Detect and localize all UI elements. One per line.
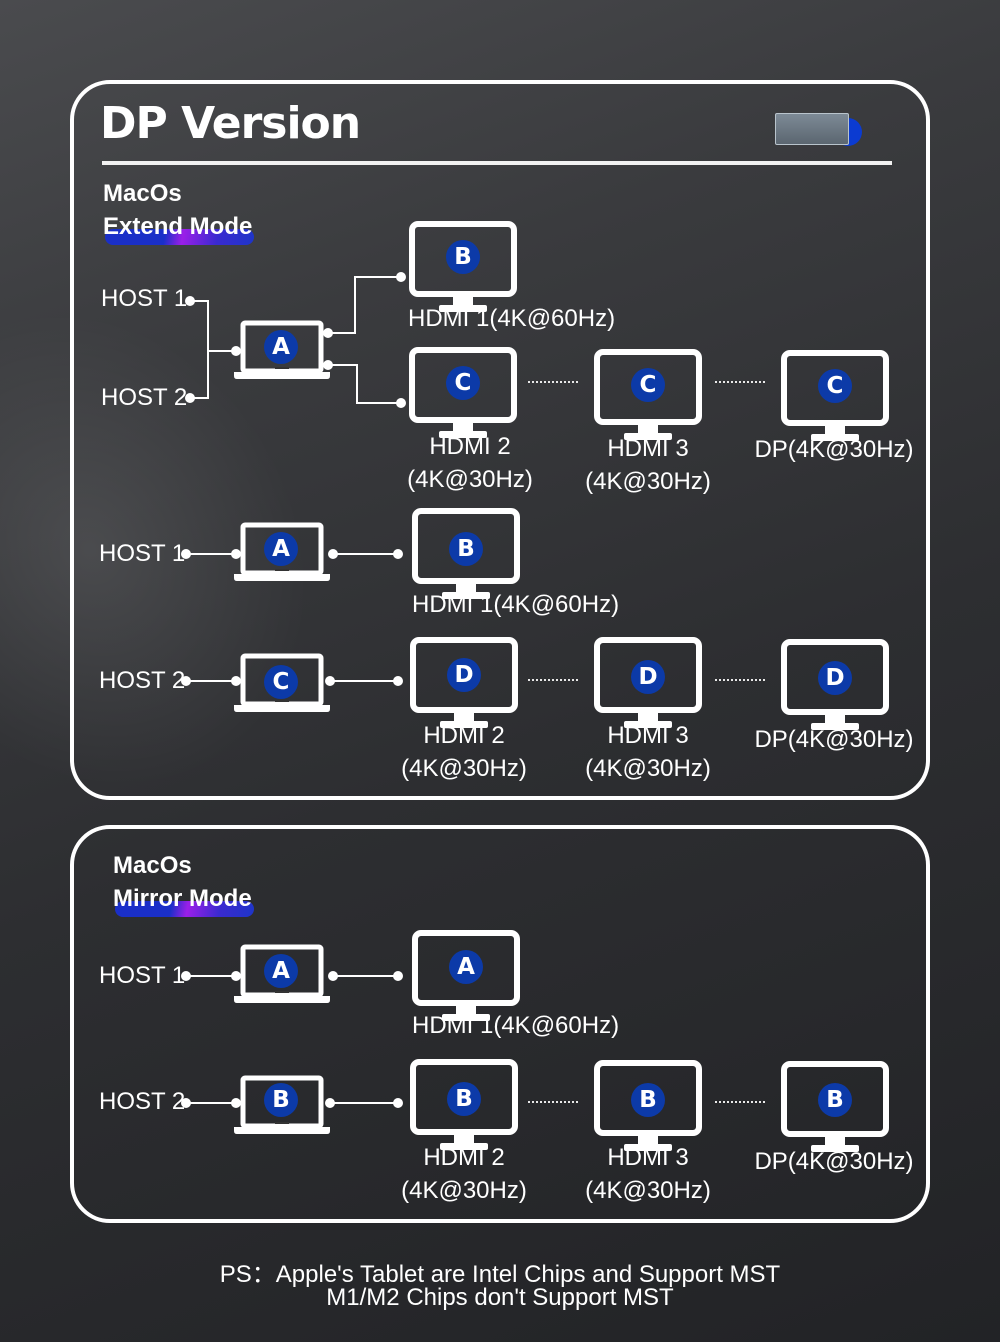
monitor-icon: A bbox=[412, 930, 520, 1024]
monitor-icon: B bbox=[409, 221, 517, 315]
monitor-label: DP(4K@30Hz) bbox=[754, 1148, 914, 1175]
os-label: MacOs bbox=[103, 180, 182, 207]
host-label: HOST 2 bbox=[99, 1088, 186, 1115]
monitor-label: HDMI 1(4K@60Hz) bbox=[412, 1012, 620, 1039]
daisy-chain-link bbox=[528, 381, 578, 383]
host-label: HOST 2 bbox=[101, 384, 188, 411]
monitor-label: HDMI 3 bbox=[607, 1144, 689, 1171]
laptop-icon: C bbox=[234, 653, 330, 713]
extend-mode-panel bbox=[70, 80, 930, 800]
os-label: MacOs bbox=[113, 852, 192, 879]
mirror-mode-panel bbox=[70, 825, 930, 1223]
badge: B bbox=[818, 1083, 852, 1117]
monitor-sublabel: (4K@30Hz) bbox=[401, 1177, 527, 1204]
mode-label: Mirror Mode bbox=[113, 885, 254, 917]
monitor-icon: C bbox=[409, 347, 517, 441]
monitor-sublabel: (4K@30Hz) bbox=[401, 755, 527, 782]
badge: D bbox=[631, 660, 665, 694]
host-label: HOST 1 bbox=[99, 540, 186, 567]
daisy-chain-link bbox=[715, 1101, 765, 1103]
monitor-icon: D bbox=[594, 637, 702, 731]
monitor-icon: B bbox=[412, 508, 520, 602]
daisy-chain-link bbox=[715, 679, 765, 681]
daisy-chain-link bbox=[528, 1101, 578, 1103]
badge: D bbox=[447, 658, 481, 692]
badge: A bbox=[449, 950, 483, 984]
host-label: HOST 1 bbox=[99, 962, 186, 989]
title-divider bbox=[102, 161, 892, 165]
monitor-icon: B bbox=[410, 1059, 518, 1153]
footnote-line-1: PS：Apple's Tablet are Intel Chips and Su… bbox=[219, 1261, 781, 1288]
monitor-icon: D bbox=[410, 637, 518, 731]
badge: C bbox=[446, 366, 480, 400]
mode-label: Extend Mode bbox=[103, 213, 255, 245]
badge: C bbox=[264, 665, 298, 699]
host-label: HOST 2 bbox=[99, 667, 186, 694]
monitor-label: HDMI 3 bbox=[607, 722, 689, 749]
badge: C bbox=[631, 368, 665, 402]
page-title: DP Version bbox=[100, 98, 361, 149]
laptop-icon: A bbox=[234, 320, 330, 380]
badge: A bbox=[264, 330, 298, 364]
monitor-label: HDMI 1(4K@60Hz) bbox=[412, 591, 620, 618]
monitor-label: DP(4K@30Hz) bbox=[754, 726, 914, 753]
monitor-icon: B bbox=[781, 1061, 889, 1155]
badge: B bbox=[264, 1083, 298, 1117]
badge: B bbox=[449, 532, 483, 566]
monitor-icon: C bbox=[594, 349, 702, 443]
daisy-chain-link bbox=[528, 679, 578, 681]
monitor-sublabel: (4K@30Hz) bbox=[585, 468, 711, 495]
host-label: HOST 1 bbox=[101, 285, 188, 312]
laptop-icon: A bbox=[234, 944, 330, 1004]
daisy-chain-link bbox=[715, 381, 765, 383]
monitor-sublabel: (4K@30Hz) bbox=[585, 1177, 711, 1204]
badge: B bbox=[447, 1082, 481, 1116]
monitor-sublabel: (4K@30Hz) bbox=[407, 466, 533, 493]
monitor-icon: B bbox=[594, 1060, 702, 1154]
monitor-label: HDMI 2 bbox=[423, 1144, 505, 1171]
monitor-label: DP(4K@30Hz) bbox=[754, 436, 914, 463]
badge: C bbox=[818, 369, 852, 403]
badge: A bbox=[264, 532, 298, 566]
footnote-line-2: M1/M2 Chips don't Support MST bbox=[326, 1284, 674, 1311]
monitor-label: HDMI 1(4K@60Hz) bbox=[408, 305, 616, 332]
badge: B bbox=[631, 1083, 665, 1117]
monitor-icon: D bbox=[781, 639, 889, 733]
badge: B bbox=[446, 240, 480, 274]
monitor-label: HDMI 3 bbox=[607, 435, 689, 462]
monitor-label: HDMI 2 bbox=[423, 722, 505, 749]
badge: D bbox=[818, 661, 852, 695]
badge: A bbox=[264, 954, 298, 988]
monitor-label: HDMI 2 bbox=[429, 433, 511, 460]
laptop-icon: B bbox=[234, 1075, 330, 1135]
laptop-icon: A bbox=[234, 522, 330, 582]
monitor-icon: C bbox=[781, 350, 889, 444]
monitor-sublabel: (4K@30Hz) bbox=[585, 755, 711, 782]
